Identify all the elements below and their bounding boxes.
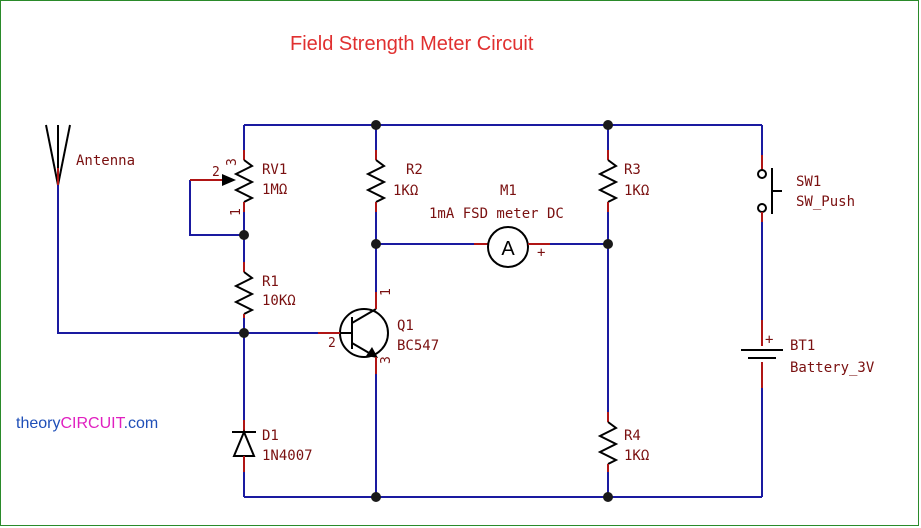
meter-symbol: A	[501, 238, 515, 260]
wires	[57, 124, 763, 498]
rv1-pin1: 1	[229, 208, 244, 216]
diagram-title: Field Strength Meter Circuit	[290, 33, 534, 55]
q1-pin3: 3	[379, 356, 394, 364]
antenna-symbol: Antenna	[45, 124, 135, 186]
bt1-plus: +	[765, 332, 773, 348]
sw1-ref: SW1	[796, 174, 821, 190]
r3-value: 1KΩ	[624, 183, 649, 199]
sw1-switch: SW1 SW_Push	[757, 155, 855, 222]
sw1-value: SW_Push	[796, 194, 855, 210]
r1-resistor: R1 10KΩ	[233, 262, 296, 318]
bt1-value: Battery_3V	[790, 360, 875, 376]
antenna-label: Antenna	[76, 153, 135, 169]
junction-dot	[239, 328, 249, 338]
q1-transistor: 1 2 3 Q1 BC547	[318, 288, 439, 374]
rv1-ref: RV1	[262, 162, 287, 178]
d1-value: 1N4007	[262, 448, 313, 464]
bt1-battery: + BT1 Battery_3V	[741, 320, 875, 388]
junction-dot	[603, 120, 613, 130]
junction-dot	[371, 492, 381, 502]
meter-plus: +	[537, 245, 545, 261]
brand-watermark: theoryCIRCUIT.com	[16, 415, 158, 432]
r1-value: 10KΩ	[262, 293, 296, 309]
m1-ref: M1	[500, 183, 517, 199]
r3-ref: R3	[624, 162, 641, 178]
r3-resistor: R3 1KΩ	[597, 150, 649, 212]
rv1-value: 1MΩ	[262, 182, 287, 198]
bt1-ref: BT1	[790, 338, 815, 354]
brand-suffix: .com	[124, 415, 159, 432]
junction-dot	[371, 120, 381, 130]
m1-value: 1mA FSD meter DC	[429, 206, 564, 222]
d1-ref: D1	[262, 428, 279, 444]
junction-dot	[371, 239, 381, 249]
r1-ref: R1	[262, 274, 279, 290]
rv1-pin2: 2	[212, 165, 220, 180]
r4-ref: R4	[624, 428, 641, 444]
r2-resistor: R2 1KΩ	[365, 150, 423, 212]
junctions	[239, 120, 613, 502]
r4-value: 1KΩ	[624, 448, 649, 464]
q1-ref: Q1	[397, 318, 414, 334]
r2-ref: R2	[406, 162, 423, 178]
antenna-wire	[57, 185, 244, 334]
q1-value: BC547	[397, 338, 439, 354]
r2-value: 1KΩ	[393, 183, 418, 199]
junction-dot	[603, 492, 613, 502]
rv1-potentiometer: 3 2 1 RV1 1MΩ	[190, 150, 287, 216]
q1-pin2: 2	[328, 336, 336, 351]
r4-resistor: R4 1KΩ	[597, 412, 649, 472]
brand-highlight: CIRCUIT	[60, 415, 125, 432]
m1-meter: A + M1 1mA FSD meter DC	[429, 183, 564, 268]
brand-prefix: theory	[16, 415, 60, 432]
junction-dot	[603, 239, 613, 249]
d1-diode: D1 1N4007	[232, 420, 313, 472]
q1-pin1: 1	[379, 288, 394, 296]
junction-dot	[239, 230, 249, 240]
rv1-pin3: 3	[225, 158, 240, 166]
rv1-wiper-loop-wire	[189, 180, 244, 236]
